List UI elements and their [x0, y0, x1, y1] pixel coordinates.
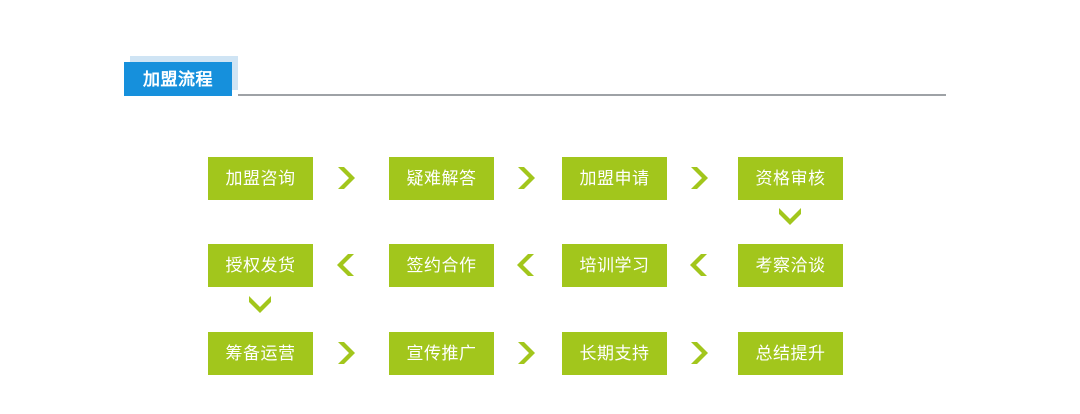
flow-node-label: 筹备运营	[225, 344, 296, 363]
flow-node[interactable]: 疑难解答	[389, 157, 494, 200]
flow-node-label: 加盟申请	[579, 169, 650, 188]
header-divider	[238, 94, 946, 96]
flow-node[interactable]: 长期支持	[562, 332, 667, 375]
chevron-right-icon	[686, 165, 712, 191]
flow-node-label: 加盟咨询	[225, 169, 296, 188]
chevron-left-icon	[333, 252, 359, 278]
flow-node-label: 长期支持	[579, 344, 650, 363]
section-title: 加盟流程	[143, 69, 213, 89]
chevron-right-icon	[686, 340, 712, 366]
flow-node[interactable]: 资格审核	[738, 157, 843, 200]
flow-node-label: 宣传推广	[406, 344, 477, 363]
chevron-left-icon	[513, 252, 539, 278]
chevron-right-icon	[513, 340, 539, 366]
flow-node[interactable]: 签约合作	[389, 244, 494, 287]
chevron-down-icon	[777, 203, 803, 229]
chevron-left-icon	[686, 252, 712, 278]
flow-node[interactable]: 宣传推广	[389, 332, 494, 375]
flow-node[interactable]: 授权发货	[208, 244, 313, 287]
flow-node-label: 培训学习	[579, 256, 650, 275]
flow-node[interactable]: 加盟申请	[562, 157, 667, 200]
chevron-right-icon	[513, 165, 539, 191]
flow-node[interactable]: 加盟咨询	[208, 157, 313, 200]
flow-node[interactable]: 筹备运营	[208, 332, 313, 375]
section-header: 加盟流程	[124, 56, 946, 98]
flow-node[interactable]: 考察洽谈	[738, 244, 843, 287]
chevron-right-icon	[333, 165, 359, 191]
flow-node-label: 资格审核	[755, 169, 826, 188]
chevron-down-icon	[247, 291, 273, 317]
flow-node-label: 签约合作	[406, 256, 477, 275]
flow-node-label: 总结提升	[755, 344, 826, 363]
flow-node-label: 授权发货	[225, 256, 296, 275]
flow-node[interactable]: 培训学习	[562, 244, 667, 287]
chevron-right-icon	[333, 340, 359, 366]
section-badge: 加盟流程	[124, 62, 232, 96]
flow-node-label: 考察洽谈	[755, 256, 826, 275]
flow-node[interactable]: 总结提升	[738, 332, 843, 375]
flow-node-label: 疑难解答	[406, 169, 477, 188]
